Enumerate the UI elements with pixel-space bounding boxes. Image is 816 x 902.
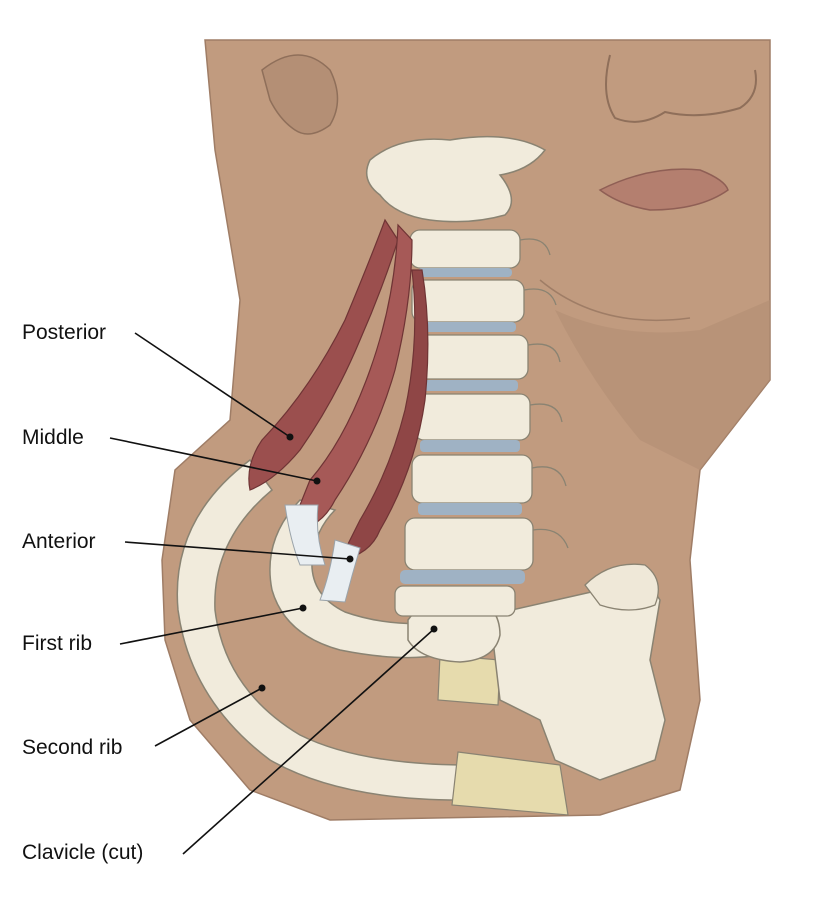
label-first-rib: First rib <box>22 632 92 655</box>
first-rib-cartilage <box>437 654 501 706</box>
jaw-shadow <box>555 300 770 470</box>
dot-first-rib <box>299 604 307 612</box>
label-anterior: Anterior <box>22 530 96 553</box>
label-posterior: Posterior <box>22 321 107 344</box>
leader-middle <box>109 437 318 482</box>
disc <box>420 380 518 391</box>
vertebra-c3 <box>409 229 521 269</box>
dot-posterior <box>286 433 294 441</box>
disc <box>420 440 520 452</box>
label-second-rib: Second rib <box>22 736 123 759</box>
anterior-scalene <box>338 269 429 561</box>
sternoclavicular-joint <box>584 563 659 611</box>
leader-dots <box>258 433 438 692</box>
transverse-processes <box>519 238 569 549</box>
vertebra-c7 <box>411 454 533 504</box>
ear <box>261 54 339 135</box>
leader-second-rib <box>154 687 263 747</box>
label-clavicle: Clavicle (cut) <box>22 841 144 864</box>
nose <box>605 54 757 123</box>
vertebra-c5 <box>413 334 529 380</box>
dot-clavicle <box>430 625 438 633</box>
second-rib-cartilage <box>451 751 569 816</box>
scalene-muscles <box>248 218 429 603</box>
dot-middle <box>313 477 321 485</box>
atlas-axis <box>365 135 547 223</box>
lips <box>598 168 729 211</box>
label-middle: Middle <box>22 426 84 449</box>
vertebra-c6 <box>413 393 531 441</box>
vertebra-t1 <box>404 517 534 571</box>
leader-posterior <box>134 332 291 438</box>
vertebra-t2 <box>394 585 516 617</box>
disc <box>418 503 522 515</box>
cervical-spine <box>365 135 569 617</box>
dot-second-rib <box>258 684 266 692</box>
scalene-tendons <box>284 504 361 603</box>
dot-anterior <box>346 555 354 563</box>
leader-first-rib <box>119 607 304 645</box>
chin-line <box>539 279 691 321</box>
disc <box>400 570 525 584</box>
leader-clavicle <box>182 628 435 855</box>
posterior-scalene <box>248 218 399 491</box>
leader-anterior <box>124 541 351 560</box>
disc <box>420 322 516 332</box>
leader-lines <box>109 332 435 855</box>
disc <box>418 268 512 277</box>
vertebra-c4 <box>411 279 525 323</box>
